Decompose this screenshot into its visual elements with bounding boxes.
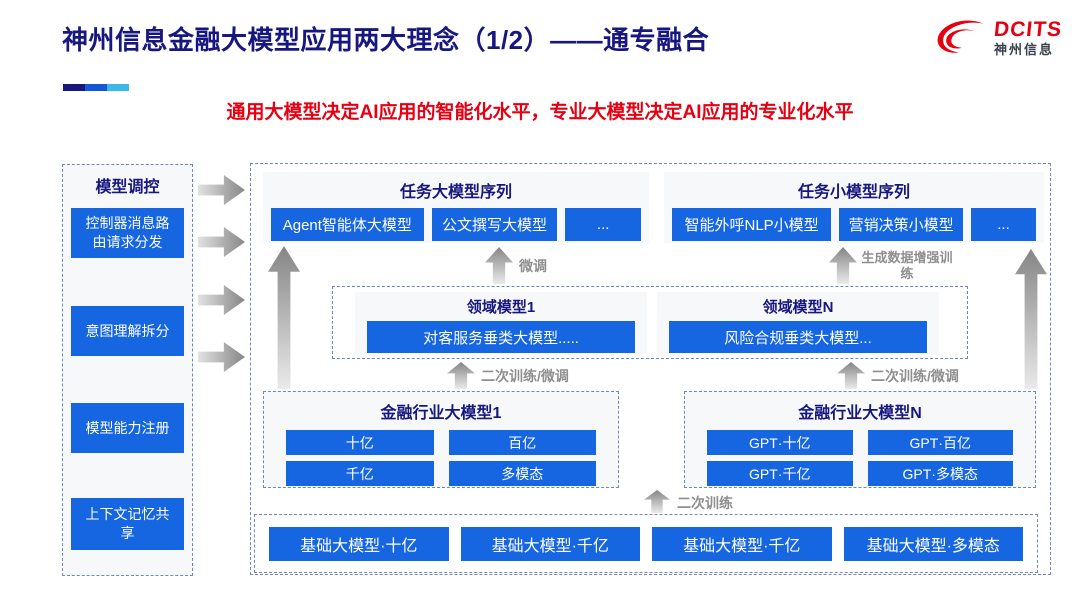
model-architecture-diagram: 任务大模型序列 Agent智能体大模型 公文撰写大模型 ... 任务小模型序列 … — [250, 163, 1051, 575]
sidebar-title: 模型调控 — [95, 179, 160, 196]
right-arrow-icon — [198, 175, 245, 205]
logo-brand-cn-text: 神州信息 — [994, 42, 1055, 58]
retrain-finetune-label: 二次训练/微调 — [871, 368, 959, 384]
up-arrow-icon — [644, 490, 670, 513]
domain-model-1-box: 领域模型1 对客服务垂类大模型..... — [355, 292, 647, 354]
model-box-gpt-100b: GPT·千亿 — [707, 461, 853, 486]
model-box-100b: 千亿 — [286, 461, 434, 486]
industry-title: 金融行业大模型N — [798, 405, 922, 422]
model-box-risk-compliance: 风险合规垂类大模型... — [669, 321, 927, 353]
accent-segment — [85, 84, 107, 91]
panel-title: 任务小模型序列 — [797, 184, 910, 201]
sidebar-item-intent-split: 意图理解拆分 — [71, 306, 184, 356]
sidebar-item-context-memory: 上下文记忆共享 — [71, 498, 184, 550]
model-box-gpt-1b: GPT·十亿 — [707, 430, 853, 455]
model-box-10b: 百亿 — [448, 430, 596, 455]
model-box-outbound-nlp: 智能外呼NLP小模型 — [672, 208, 832, 241]
model-box-agent: Agent智能体大模型 — [271, 208, 424, 241]
slide-subtitle: 通用大模型决定AI应用的智能化水平，专业大模型决定AI应用的专业化水平 — [226, 102, 854, 123]
industry-title: 金融行业大模型1 — [380, 405, 502, 422]
retrain-finetune-label: 二次训练/微调 — [481, 368, 569, 384]
accent-segment — [63, 84, 85, 91]
task-large-model-panel: 任务大模型序列 Agent智能体大模型 公文撰写大模型 ... — [263, 172, 649, 243]
domain-title: 领域模型N — [762, 299, 834, 316]
domain-model-container: 领域模型1 对客服务垂类大模型..... 领域模型N 风险合规垂类大模型... — [332, 286, 968, 359]
model-box-base-1b: 基础大模型·十亿 — [269, 526, 449, 561]
retrain-label: 二次训练 — [677, 495, 733, 511]
domain-model-n-box: 领域模型N 风险合规垂类大模型... — [657, 292, 939, 354]
model-box-gpt-10b: GPT·百亿 — [867, 430, 1013, 455]
up-arrow-icon — [1015, 249, 1047, 389]
base-model-container: 基础大模型·十亿 基础大模型·千亿 基础大模型·千亿 基础大模型·多模态 — [254, 514, 1038, 573]
task-small-model-panel: 任务小模型序列 智能外呼NLP小模型 营销决策小模型 ... — [664, 172, 1044, 243]
model-box-gpt-multimodal: GPT·多模态 — [867, 461, 1013, 486]
right-arrow-icon — [198, 285, 245, 315]
model-box-marketing-decision: 营销决策小模型 — [839, 208, 964, 241]
dcits-logo: DCITS 神州信息 — [936, 18, 1064, 58]
model-box-ellipsis: ... — [971, 208, 1036, 241]
finetune-label: 微调 — [519, 258, 547, 274]
accent-segment — [107, 84, 129, 91]
dcits-swoosh-icon — [937, 20, 984, 53]
model-box-ellipsis: ... — [565, 208, 641, 241]
industry-model-n-box: 金融行业大模型N GPT·十亿 GPT·百亿 GPT·千亿 GPT·多模态 — [684, 391, 1036, 488]
panel-title: 任务大模型序列 — [399, 184, 512, 201]
industry-model-1-box: 金融行业大模型1 十亿 百亿 千亿 多模态 — [263, 391, 619, 488]
model-box-1b: 十亿 — [286, 430, 434, 455]
gen-data-training-label: 生成数据增强训练 — [861, 250, 953, 281]
model-control-panel: 模型调控 控制器消息路由请求分发 意图理解拆分 模型能力注册 上下文记忆共享 — [62, 164, 193, 576]
sidebar-item-capability-register: 模型能力注册 — [71, 403, 184, 453]
model-box-document-writing: 公文撰写大模型 — [431, 208, 558, 241]
right-arrow-icon — [198, 227, 245, 257]
up-arrow-icon — [268, 246, 300, 389]
logo-brand-text: DCITS — [992, 18, 1064, 42]
right-arrow-icon — [198, 342, 245, 372]
up-arrow-icon — [485, 247, 513, 284]
up-arrow-icon — [447, 362, 475, 389]
title-accent-bar — [63, 84, 129, 91]
up-arrow-icon — [829, 247, 857, 284]
page-title: 神州信息金融大模型应用两大理念（1/2）——通专融合 — [62, 25, 710, 55]
model-box-base-100b: 基础大模型·千亿 — [652, 526, 832, 561]
domain-title: 领域模型1 — [466, 299, 536, 316]
up-arrow-icon — [837, 362, 865, 389]
model-box-base-multimodal: 基础大模型·多模态 — [843, 526, 1023, 561]
model-box-base-100b: 基础大模型·千亿 — [460, 526, 640, 561]
model-box-customer-service: 对客服务垂类大模型..... — [367, 321, 635, 353]
model-box-multimodal: 多模态 — [448, 461, 596, 486]
sidebar-item-controller-routing: 控制器消息路由请求分发 — [71, 208, 184, 258]
